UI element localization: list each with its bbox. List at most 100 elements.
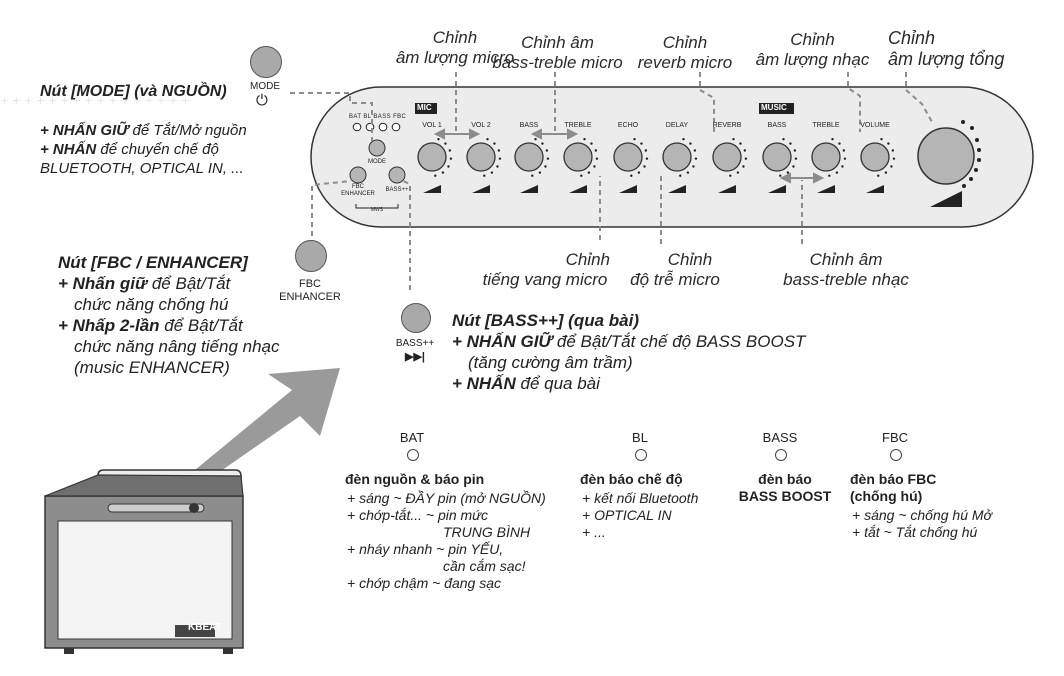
button-leader-lines — [290, 92, 411, 290]
knob-dot — [448, 149, 452, 152]
led-title: đèn nguồn & báo pin — [345, 471, 485, 487]
knob-dot — [892, 157, 896, 160]
knob-dot — [643, 165, 646, 168]
knob-2[interactable] — [514, 142, 544, 172]
led-label-bass: BASS — [762, 430, 798, 445]
knob-dot — [729, 174, 732, 177]
led-label-bat: BAT — [399, 430, 425, 445]
led-title: đèn báo chế độ — [580, 471, 683, 487]
led-label-bl: BL — [632, 430, 648, 445]
knob-dot — [490, 171, 494, 174]
mode-button[interactable] — [250, 46, 282, 78]
knob-dot — [593, 165, 596, 168]
panel-led-label-bass: BASS — [373, 114, 392, 120]
mode-button-label: MODE — [250, 81, 280, 92]
led-indicator — [635, 449, 647, 461]
led-items: + sáng ~ ĐẦY pin (mở NGUỒN)+ chớp-tắt...… — [347, 490, 546, 591]
led-indicator — [407, 449, 419, 461]
knob-ramp — [569, 185, 587, 193]
knob-dot — [645, 157, 649, 160]
pointer-arrow — [195, 368, 340, 482]
knob-dot — [546, 157, 550, 160]
power-icon: ⏻ — [256, 92, 268, 109]
knob-label-0: VOL 1 — [422, 122, 442, 129]
knob-ramp — [817, 185, 835, 193]
range-arrows — [433, 128, 825, 184]
knob-ramp — [768, 185, 786, 193]
knob-dot — [743, 149, 747, 152]
knob-1[interactable] — [466, 142, 496, 172]
knob-dot — [887, 142, 890, 145]
knob-dot — [531, 174, 534, 177]
knob-dot — [744, 157, 748, 160]
knob-dot — [637, 171, 641, 174]
knob-dot — [497, 149, 501, 152]
knob-dot — [444, 142, 447, 145]
knob-label-2: BASS — [519, 122, 539, 129]
knob-9[interactable] — [860, 142, 890, 172]
knob-dot — [841, 165, 844, 168]
panel-bass-label: BASS++ — [385, 187, 409, 193]
fbc-section: Nút [FBC / ENHANCER] + Nhấn giữ để Bật/T… — [58, 253, 280, 377]
knob-dot — [447, 165, 450, 168]
knob-label-1: VOL 2 — [471, 122, 491, 129]
knob-0[interactable] — [417, 142, 447, 172]
knob-label-9: VOLUME — [860, 122, 890, 129]
knob-dot — [483, 174, 486, 177]
led-items: + kết nối Bluetooth+ OPTICAL IN+ ... — [582, 490, 699, 540]
led-indicator — [890, 449, 902, 461]
knob-dot — [793, 149, 797, 152]
knob-dot — [486, 137, 489, 141]
knob-label-8: TREBLE — [812, 122, 840, 129]
fbc-button[interactable] — [295, 240, 327, 272]
knob-dot — [880, 137, 883, 141]
panel-leds — [352, 122, 401, 132]
panel-led-label-bl: BL — [363, 114, 372, 120]
callout-leader-lines — [455, 72, 933, 244]
mic-tag: MIC — [417, 103, 432, 112]
knob-dot — [580, 174, 583, 177]
knob-ramp — [866, 185, 884, 193]
knob-dot — [835, 171, 839, 174]
knob-dot — [595, 157, 599, 160]
master-volume-knob — [917, 127, 975, 185]
knob-dot — [587, 171, 591, 174]
knob-label-7: BASS — [767, 122, 787, 129]
knob-5[interactable] — [662, 142, 692, 172]
knob-label-6: REVERB — [712, 122, 742, 129]
knob-dot — [794, 157, 798, 160]
knob-6[interactable] — [712, 142, 742, 172]
knob-3[interactable] — [563, 142, 593, 172]
knob-dot — [640, 142, 643, 145]
knob-dot — [544, 165, 547, 168]
bass-section: Nút [BASS++] (qua bài) + NHẤN GIỮ để Bật… — [452, 311, 806, 393]
knob-8[interactable] — [811, 142, 841, 172]
knob-dot — [682, 137, 685, 141]
knob-dot — [590, 142, 593, 145]
bass-button[interactable] — [401, 303, 431, 333]
knob-ramp — [423, 185, 441, 193]
panel-mode-label: MODE — [368, 159, 386, 165]
knob-dot — [779, 174, 782, 177]
knob-label-3: TREBLE — [564, 122, 592, 129]
knob-4[interactable] — [613, 142, 643, 172]
knob-7[interactable] — [762, 142, 792, 172]
knob-dot — [449, 157, 453, 160]
knob-dot — [541, 142, 544, 145]
panel-led-label-fbc: FBC — [393, 114, 407, 120]
knob-dot — [630, 174, 633, 177]
knob-dot — [877, 174, 880, 177]
panel-bass-button — [388, 166, 406, 184]
knob-ramp — [619, 185, 637, 193]
knob-dot — [792, 165, 795, 168]
knob-dot — [538, 171, 542, 174]
knob-dot — [891, 149, 895, 152]
knob-dot — [782, 137, 785, 141]
